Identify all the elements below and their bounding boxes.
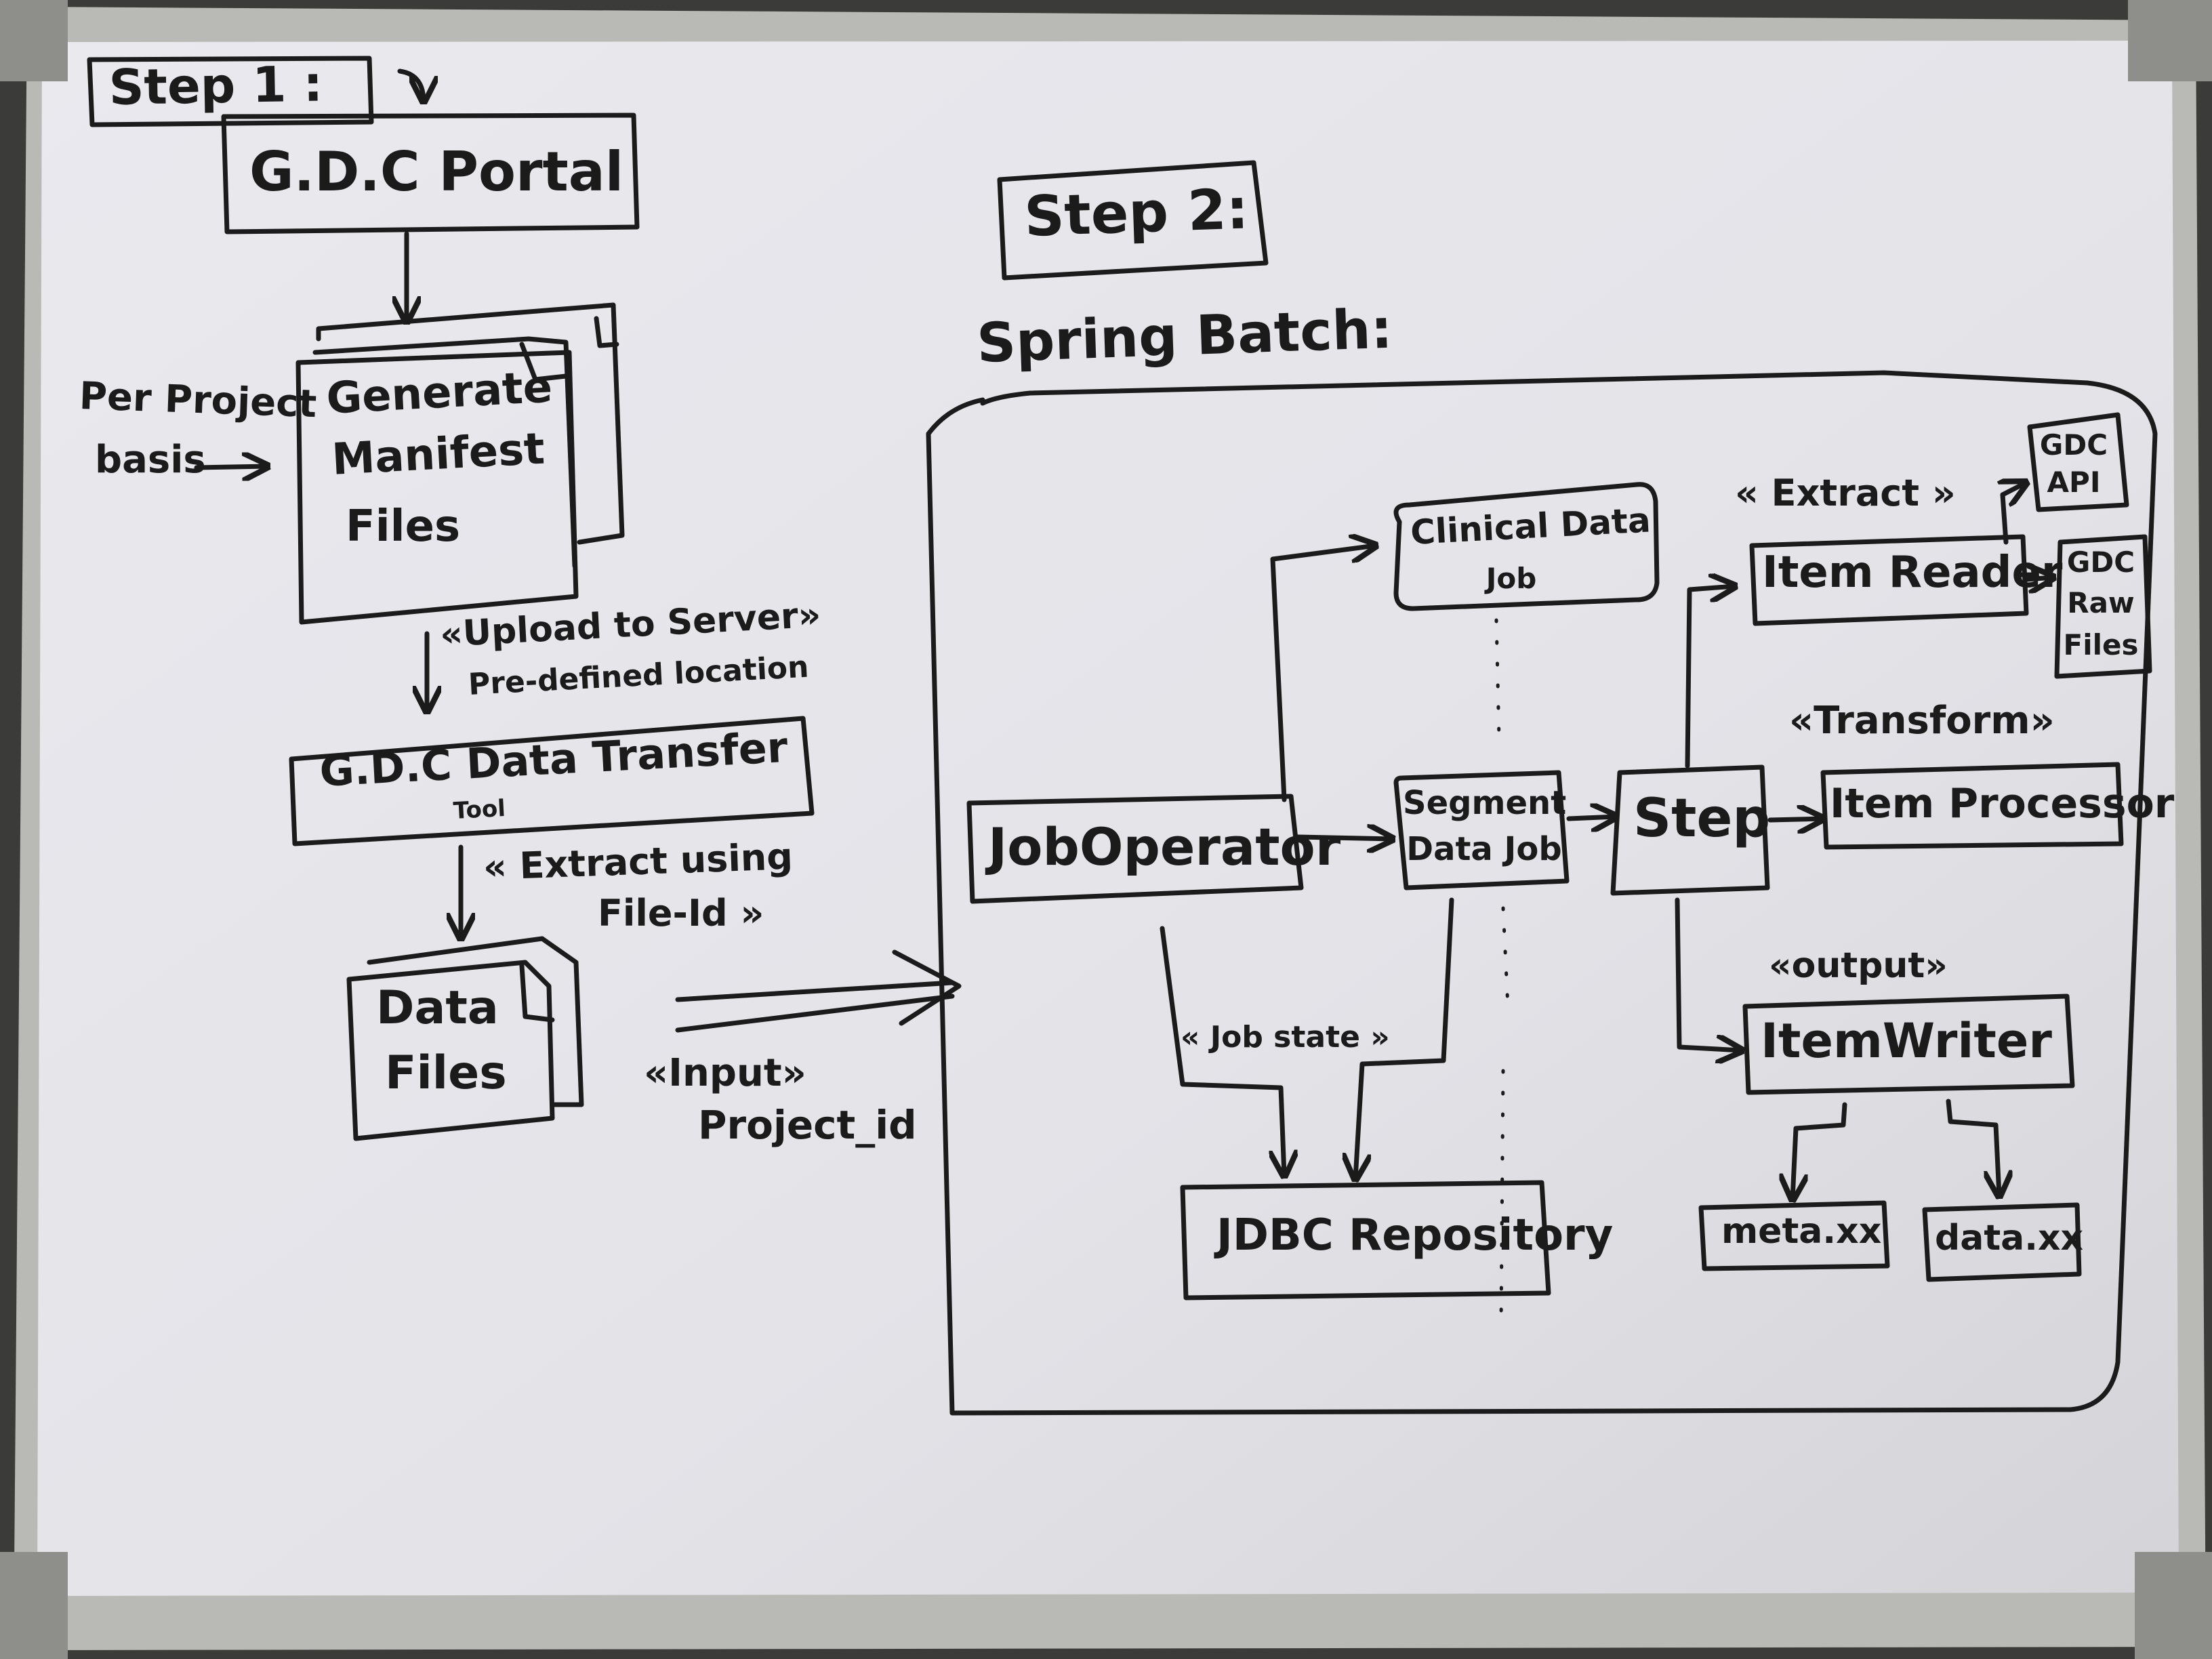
reader-to-raw-arrow [2024,577,2053,579]
corner-cap [2135,1552,2212,1659]
reader-to-api-arrow [2003,483,2026,545]
segment-to-step-arrow [1566,817,1616,819]
segment-job-box [1393,770,1570,890]
item-processor-box [1820,762,2124,850]
step1-arrow [397,68,424,102]
step-box [1610,764,1770,896]
step-to-writer-arrow [1675,897,1742,1050]
step-to-reader-arrow [1685,586,1735,769]
transfer-tool-box [289,716,815,846]
clinical-job-box [1393,482,1660,611]
data-files-back-page [367,936,584,1107]
item-reader-box [1749,534,2029,626]
input-double-arrow [675,949,962,1033]
per-project-arrow [194,466,268,468]
step2-label-box [997,160,1269,281]
writer-to-data-arrow [1946,1099,1999,1196]
jdbc-repo-box [1180,1180,1551,1300]
writer-to-meta-arrow [1793,1102,1847,1200]
segment-to-jdbc-arrow [1355,897,1454,1179]
operator-to-segment-arrow [1295,837,1393,839]
corner-cap [0,0,68,81]
data-files-front-box [346,960,555,1141]
gdc-raw-box [2054,534,2152,679]
item-writer-box [1742,994,2075,1095]
data-file-box [1922,1202,2082,1282]
operator-to-jdbc-arrow [1160,926,1284,1176]
manifest-fold-icon [519,342,569,382]
manifest-front-box [295,350,579,625]
manifest-corner-mark [594,316,619,348]
gdc-api-box [2027,412,2129,512]
gdc-portal-box [221,112,640,234]
operator-to-clinical-arrow [1270,546,1376,802]
spring-batch-container [926,370,2158,1416]
jdbc-dotted-link [1499,1069,1505,1324]
corner-cap [2128,0,2212,81]
job-operator-box [966,794,1304,904]
corner-cap [0,1552,68,1659]
manifest-back-page [316,302,625,545]
meta-file-box [1698,1200,1890,1271]
step1-label-box [87,56,374,127]
step-to-processor-arrow [1767,819,1823,820]
data-files-fold-icon [519,963,555,1023]
